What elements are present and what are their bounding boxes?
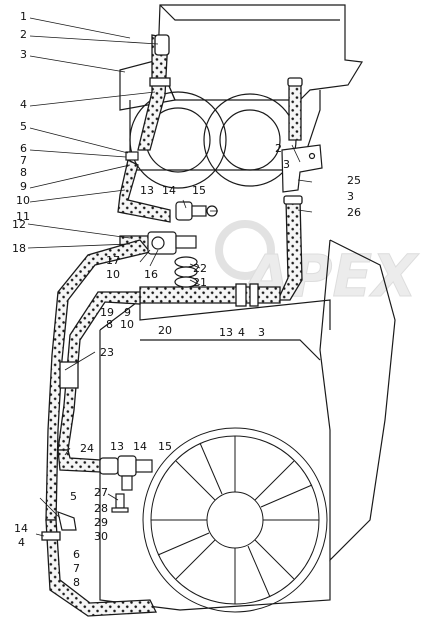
fan xyxy=(142,427,328,613)
callout-22: 22 xyxy=(193,262,207,275)
callout-6: 6 xyxy=(20,142,27,155)
callout-2-right: 2 xyxy=(275,142,282,155)
callout-1: 1 xyxy=(20,10,27,23)
callout-16: 16 xyxy=(144,268,158,281)
main-horizontal-pipe xyxy=(139,286,281,304)
callout-27: 27 xyxy=(94,486,108,499)
callout-2: 2 xyxy=(20,28,27,41)
callout-9: 9 xyxy=(20,180,27,193)
callout-14-lower: 14 xyxy=(133,440,147,453)
callout-6-lower: 6 xyxy=(73,548,80,561)
hose-9-10-11 xyxy=(117,159,171,223)
callout-4: 4 xyxy=(20,98,27,111)
callout-11: 11 xyxy=(16,210,30,223)
callout-26: 26 xyxy=(347,206,361,219)
callout-8: 8 xyxy=(20,166,27,179)
hose-cap-2 xyxy=(154,34,170,56)
tee-lower xyxy=(99,455,153,491)
callout-23: 23 xyxy=(100,346,114,359)
callouts: 1 2 3 4 5 6 7 8 9 10 11 13 14 15 12 18 1… xyxy=(12,10,361,589)
callout-15-upper: 15 xyxy=(192,184,206,197)
callout-4-left: 4 xyxy=(18,536,25,549)
tee-12-16 xyxy=(147,231,197,255)
right-upper-cap xyxy=(287,77,303,87)
callout-18: 18 xyxy=(12,242,26,255)
callout-12: 12 xyxy=(12,218,26,231)
small-bracket-5 xyxy=(57,511,77,531)
clamp-mid-4 xyxy=(235,283,247,307)
callout-30: 30 xyxy=(94,530,108,543)
callout-10-mid: 10 xyxy=(106,268,120,281)
bolt-28-29 xyxy=(111,493,129,513)
callout-24: 24 xyxy=(80,442,94,455)
callout-13-lower: 13 xyxy=(110,440,124,453)
callout-25: 25 xyxy=(347,174,361,187)
callout-29: 29 xyxy=(94,516,108,529)
callout-8-lower: 8 xyxy=(73,576,80,589)
callout-10-low: 10 xyxy=(120,318,134,331)
leader-lines xyxy=(27,17,313,537)
callout-7: 7 xyxy=(20,154,27,167)
bracket-25 xyxy=(281,144,323,193)
callout-3: 3 xyxy=(20,48,27,61)
callout-3-mid: 3 xyxy=(258,326,265,339)
clamp-bottom xyxy=(41,531,61,541)
hose-right-upper xyxy=(288,81,302,141)
callout-5-lower: 5 xyxy=(70,490,77,503)
clamp-3 xyxy=(149,77,171,87)
callout-14-left: 14 xyxy=(14,522,28,535)
callout-20: 20 xyxy=(158,324,172,337)
callout-8-mid: 8 xyxy=(106,318,113,331)
callout-10: 10 xyxy=(16,194,30,207)
callout-13-mid: 13 xyxy=(219,326,233,339)
callout-21: 21 xyxy=(193,276,207,289)
radiator-body xyxy=(99,239,396,611)
callout-19: 19 xyxy=(100,306,114,319)
clamp-9 xyxy=(125,151,139,161)
callout-3-right-low: 3 xyxy=(347,190,354,203)
callout-14-upper: 14 xyxy=(162,184,176,197)
callout-17: 17 xyxy=(106,254,120,267)
fittings xyxy=(57,151,218,531)
clamp-23 xyxy=(59,361,79,389)
callout-5: 5 xyxy=(20,120,27,133)
clamp-mid-3 xyxy=(249,283,259,307)
spring-clamp-22-21 xyxy=(174,256,198,288)
callout-15-lower: 15 xyxy=(158,440,172,453)
callout-3-right: 3 xyxy=(283,158,290,171)
callout-4-mid: 4 xyxy=(238,326,245,339)
callout-7-lower: 7 xyxy=(73,562,80,575)
clamp-26 xyxy=(283,195,303,205)
callout-13-upper: 13 xyxy=(140,184,154,197)
callout-9-mid: 9 xyxy=(124,306,131,319)
callout-28: 28 xyxy=(94,502,108,515)
